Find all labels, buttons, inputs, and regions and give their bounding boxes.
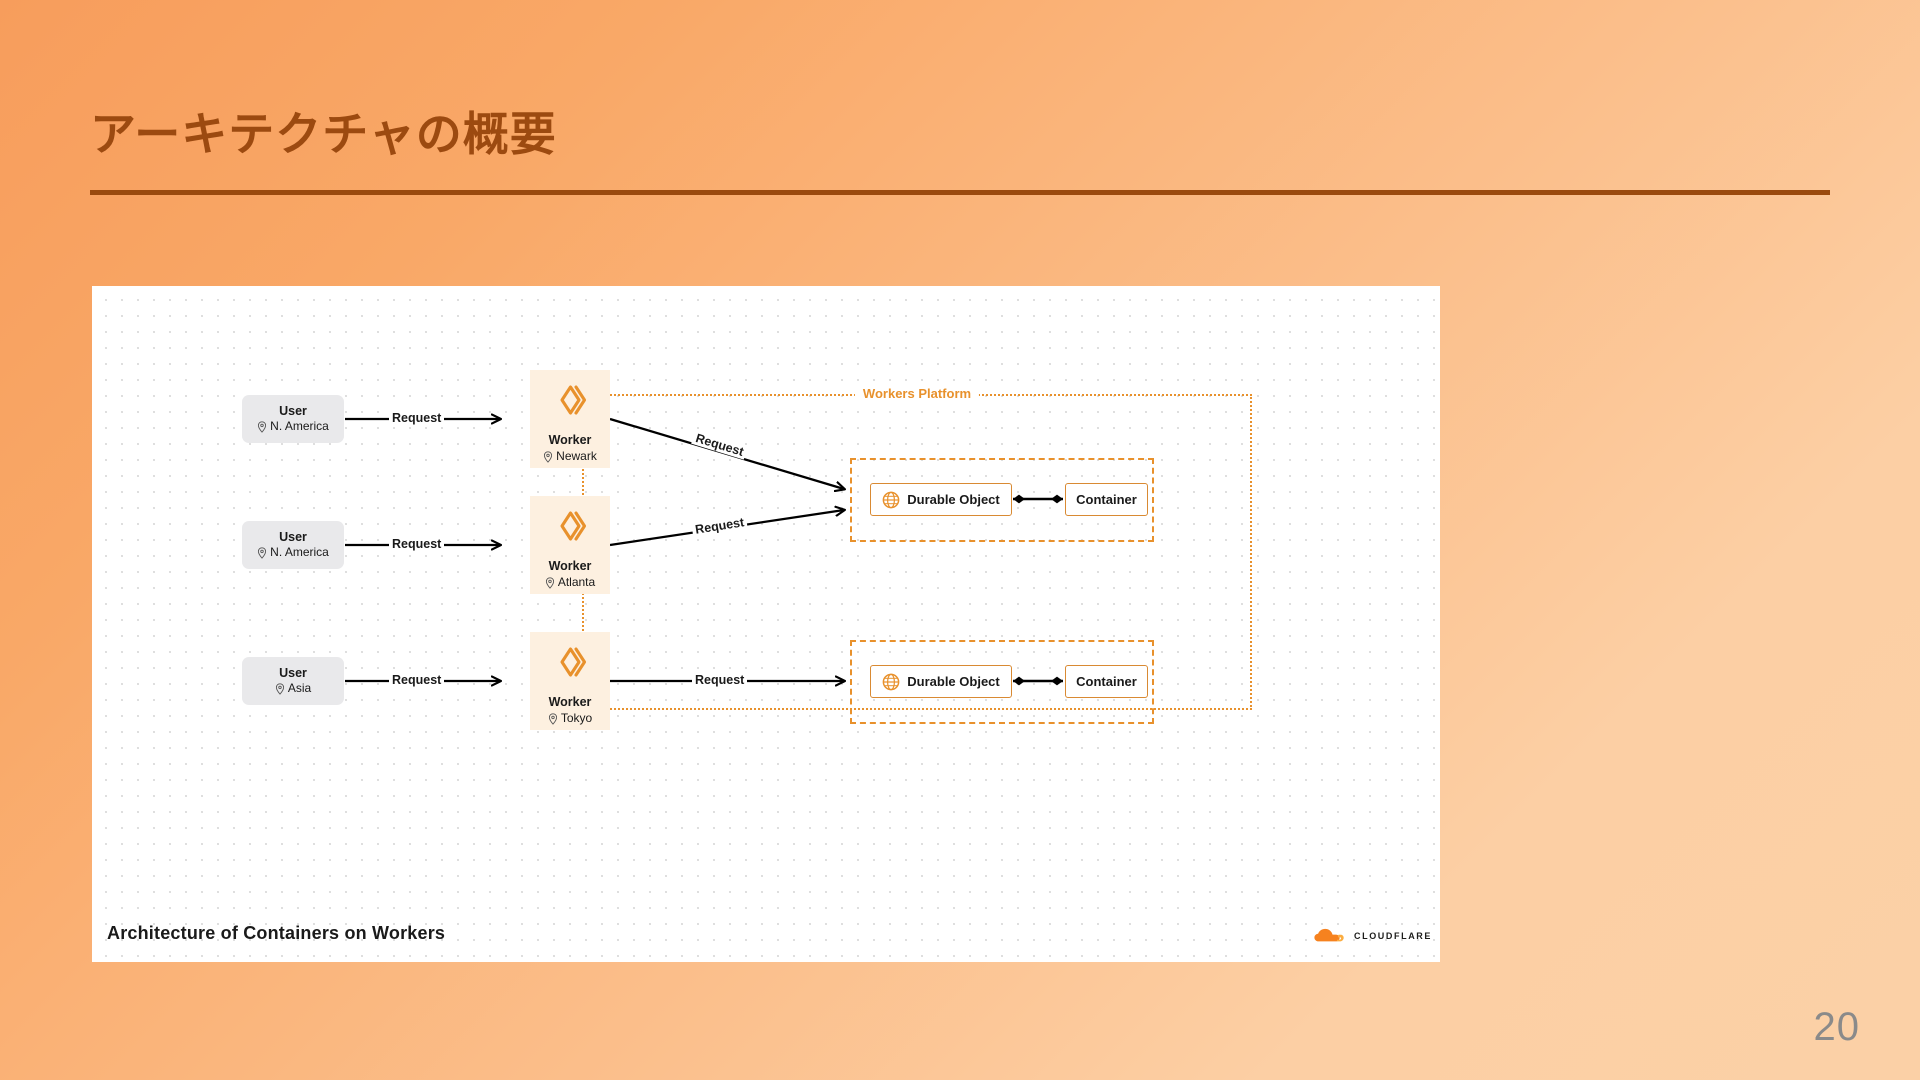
location-pin-icon xyxy=(258,421,267,433)
user-title: User xyxy=(279,666,307,681)
worker-location-text: Newark xyxy=(556,449,597,463)
container-label: Container xyxy=(1076,674,1137,689)
user-location-text: N. America xyxy=(270,418,329,433)
worker-tokyo[interactable]: Worker Tokyo xyxy=(530,632,610,730)
worker-location: Newark xyxy=(543,449,597,464)
page-number: 20 xyxy=(1813,1005,1860,1049)
durable-object-box-1[interactable]: Durable Object xyxy=(870,483,1012,516)
user-title: User xyxy=(279,530,307,545)
location-pin-icon xyxy=(275,683,284,695)
location-pin-icon xyxy=(544,450,553,463)
container-box-2[interactable]: Container xyxy=(1065,665,1148,698)
globe-icon xyxy=(882,491,900,508)
user-title: User xyxy=(279,404,307,419)
do-group-north-america: Durable Object Container xyxy=(850,458,1154,542)
location-pin-icon xyxy=(548,712,557,725)
container-label: Container xyxy=(1076,492,1137,507)
worker-title: Worker xyxy=(548,695,592,709)
user-location-text: N. America xyxy=(270,544,329,559)
globe-icon xyxy=(882,673,900,690)
edge-label-user1-to-worker: Request xyxy=(389,411,445,425)
container-box-1[interactable]: Container xyxy=(1065,483,1148,516)
worker-location-text: Tokyo xyxy=(560,711,593,725)
edge-label-user2-to-worker: Request xyxy=(389,537,445,551)
diagram-caption: Architecture of Containers on Workers xyxy=(107,923,446,943)
cloudflare-cloud-icon xyxy=(1314,928,1344,942)
edge-label-user3-to-worker: Request xyxy=(389,673,445,687)
page-title: アーキテクチャの概要 xyxy=(90,108,557,160)
worker-location-text: Atlanta xyxy=(557,575,596,589)
durable-object-box-2[interactable]: Durable Object xyxy=(870,665,1012,698)
user-location: N. America xyxy=(257,544,329,560)
location-pin-icon xyxy=(545,576,554,589)
durable-object-label: Durable Object xyxy=(907,492,1000,507)
durable-object-label: Durable Object xyxy=(907,674,1000,689)
user-location: Asia xyxy=(275,680,312,696)
edge-label-tokyo-to-do: Request xyxy=(692,673,748,687)
user-location-text: Asia xyxy=(287,680,312,695)
worker-newark[interactable]: Worker Newark xyxy=(530,370,610,468)
worker-location: Atlanta xyxy=(545,575,595,590)
title-underline-rule xyxy=(90,190,1830,195)
worker-atlanta[interactable]: Worker Atlanta xyxy=(530,496,610,594)
cloudflare-workers-logo-icon xyxy=(549,640,591,689)
cloudflare-wordmark: CLOUDFLARE xyxy=(1354,931,1432,941)
location-pin-icon xyxy=(258,547,267,559)
user-north-america-2[interactable]: User N. America xyxy=(242,521,344,569)
worker-title: Worker xyxy=(548,433,592,447)
user-asia[interactable]: User Asia xyxy=(242,657,344,705)
cloudflare-workers-logo-icon xyxy=(549,378,591,427)
worker-location: Tokyo xyxy=(548,711,592,726)
cloudflare-workers-logo-icon xyxy=(549,504,591,553)
worker-title: Worker xyxy=(548,559,592,573)
do-group-asia: Durable Object Container xyxy=(850,640,1154,724)
user-north-america-1[interactable]: User N. America xyxy=(242,395,344,443)
architecture-diagram-panel: Workers Platform User N. America User N.… xyxy=(92,286,1440,962)
user-location: N. America xyxy=(257,418,329,434)
cloudflare-logo: CLOUDFLARE xyxy=(1306,926,1432,946)
workers-platform-label: Workers Platform xyxy=(854,386,980,401)
